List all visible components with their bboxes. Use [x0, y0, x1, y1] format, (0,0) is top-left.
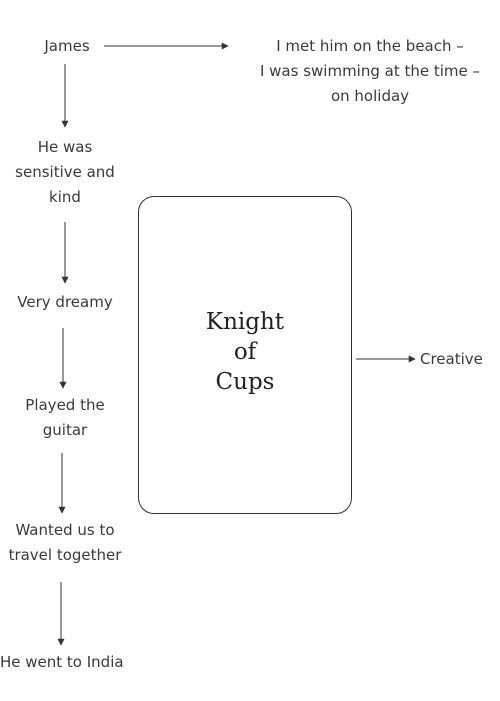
node-sensitive-kind: He was sensitive and kind — [15, 138, 115, 206]
node-very-dreamy: Very dreamy — [17, 293, 113, 311]
tarot-card: Knight of Cups — [138, 196, 352, 514]
node-played-guitar: Played the guitar — [25, 396, 105, 439]
node-met-on-beach: I met him on the beach – I was swimming … — [259, 37, 481, 105]
card-title: Knight of Cups — [205, 309, 285, 395]
node-went-to-india: He went to India — [0, 653, 124, 671]
node-james: James — [44, 37, 90, 55]
node-travel-together: Wanted us to travel together — [8, 521, 122, 564]
node-creative: Creative — [420, 350, 483, 368]
